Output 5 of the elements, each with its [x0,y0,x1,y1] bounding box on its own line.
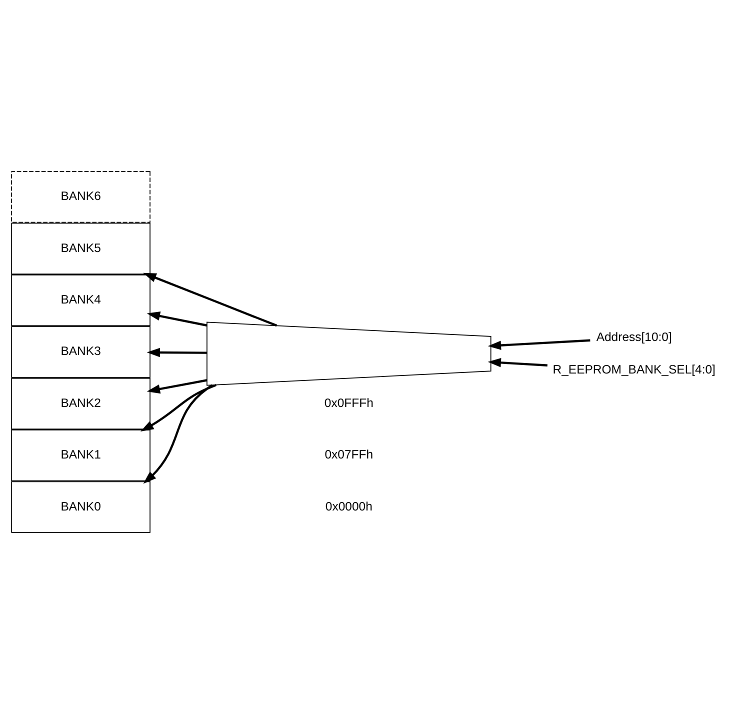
label: 0x07FFh [324,448,374,462]
label: 0x0000h [325,499,372,514]
node-text: Address[10:0] [596,330,672,344]
node-text: R_EEPROM_BANK_SEL[4:0] [552,362,716,377]
label: 0x0FFFh [324,396,374,410]
